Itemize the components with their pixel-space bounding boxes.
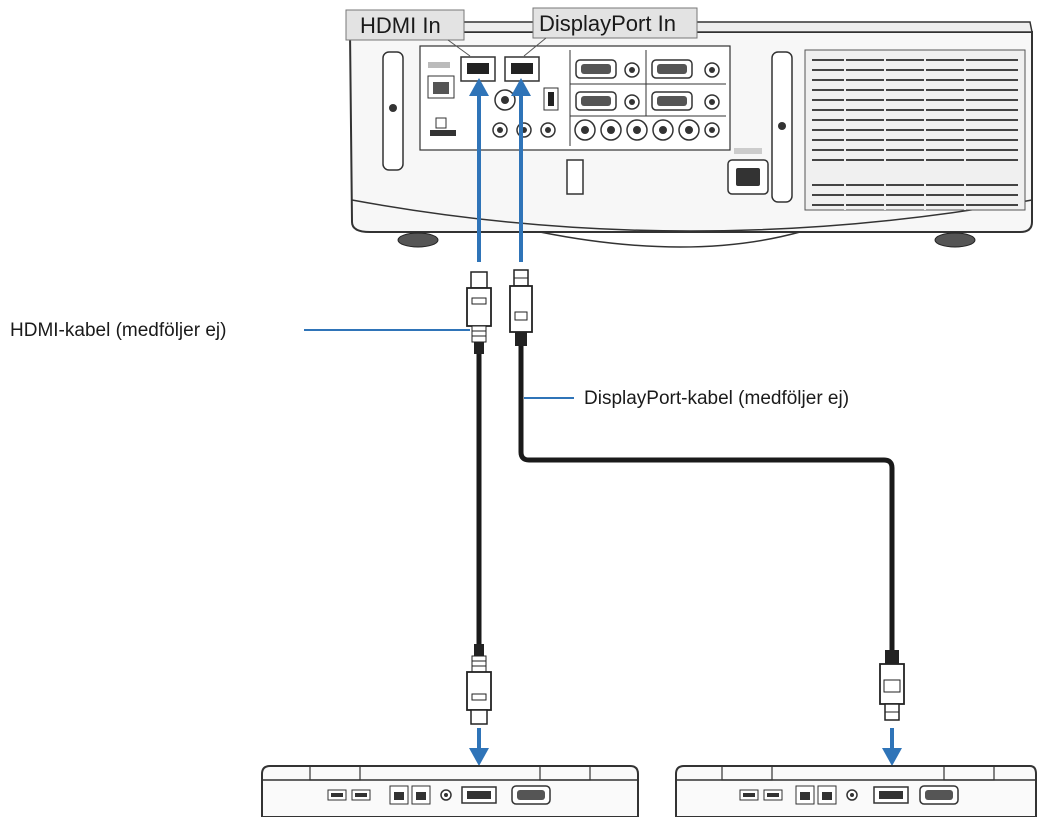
hdmi-cable-callout: HDMI-kabel (medföljer ej): [10, 320, 470, 341]
displayport-plug-bottom: [879, 650, 905, 721]
hdmi-plug-icon: [466, 271, 492, 354]
vent-grille: [804, 49, 1026, 211]
laptop-icon: [261, 765, 639, 817]
displayport-laptop-arrow: [882, 728, 902, 766]
hdmi-plug-bottom: [466, 644, 492, 725]
hdmi-in-label: HDMI In: [345, 9, 471, 57]
hdmi-laptop-arrow: [469, 728, 489, 766]
displayport-in-label: DisplayPort In: [523, 7, 698, 57]
projector-icon: [348, 21, 1033, 248]
svg-text:HDMI In: HDMI In: [360, 13, 441, 38]
displayport-plug-icon: [509, 269, 533, 346]
displayport-connect-arrow: [511, 78, 531, 262]
displayport-cable-callout: DisplayPort-kabel (medföljer ej): [524, 388, 849, 409]
svg-text:HDMI-kabel (medföljer ej): HDMI-kabel (medföljer ej): [10, 320, 226, 341]
displayport-cable: [518, 346, 895, 650]
laptop-icon-right: [675, 765, 1037, 817]
hdmi-connect-arrow: [469, 78, 489, 262]
svg-text:DisplayPort-kabel (medföljer e: DisplayPort-kabel (medföljer ej): [584, 388, 849, 409]
port-panel: [419, 45, 731, 151]
svg-text:DisplayPort In: DisplayPort In: [539, 11, 676, 36]
